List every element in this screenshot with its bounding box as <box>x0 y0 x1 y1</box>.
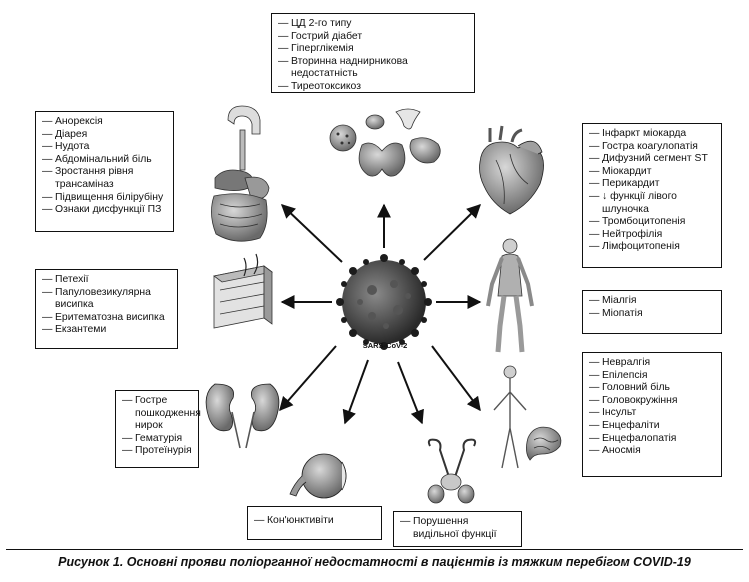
list-item: Епілепсія <box>589 370 715 383</box>
arrows <box>279 203 482 425</box>
arrow-reproductive <box>397 361 424 425</box>
list-item: Кон'юнктивіти <box>254 515 375 528</box>
reproductive-list: Порушення видільної функції <box>400 516 515 541</box>
kidney-icon <box>205 383 280 449</box>
list-item: Дифузний сегмент ST <box>589 153 715 166</box>
muscle-body-icon <box>486 238 534 353</box>
arrow-neuro <box>431 345 481 412</box>
list-item: Гострий діабет <box>278 31 468 44</box>
skin-list: Петехії Папуловезикулярна висипка Еритем… <box>42 274 171 337</box>
list-item: Діарея <box>42 129 167 142</box>
list-item: Підвищення білірубіну <box>42 192 167 205</box>
endocrine-box: ЦД 2-го типу Гострий діабет Гіперглікемі… <box>271 13 475 93</box>
digestive-list: Анорексія Діарея Нудота Абдомінальний бі… <box>42 116 167 217</box>
list-item: Невралгія <box>589 357 715 370</box>
list-item: ↓ функції лівого шлуночка <box>589 191 715 216</box>
neuro-list: Невралгія Епілепсія Головний біль Голово… <box>589 357 715 458</box>
neuro-box: Невралгія Епілепсія Головний біль Голово… <box>582 352 722 477</box>
thyroid-icon <box>329 108 441 177</box>
arrow-eye <box>342 359 369 425</box>
nervous-system-icon <box>493 365 562 469</box>
muscle-box: Міалгія Міопатія <box>582 290 722 334</box>
kidney-list: Гостре пошкодження нирок Гематурія Проте… <box>122 395 201 458</box>
arrow-digestive <box>280 204 343 263</box>
list-item: Гіперглікемія <box>278 43 468 56</box>
list-item: Нудота <box>42 141 167 154</box>
list-item: Нейтрофілія <box>589 229 715 242</box>
list-item: Тромбоцитопенія <box>589 216 715 229</box>
list-item: Міопатія <box>589 308 715 321</box>
caption-divider <box>6 549 743 550</box>
list-item: Анорексія <box>42 116 167 129</box>
list-item: Тиреотоксикоз <box>278 81 468 94</box>
endocrine-list: ЦД 2-го типу Гострий діабет Гіперглікемі… <box>278 18 468 94</box>
list-item: Петехії <box>42 274 171 287</box>
list-item: Міалгія <box>589 295 715 308</box>
list-item: Гостре пошкодження нирок <box>122 395 201 433</box>
list-item: Папуловезикулярна висипка <box>42 287 171 312</box>
muscle-list: Міалгія Міопатія <box>589 295 715 320</box>
list-item: Лімфоцитопенія <box>589 241 715 254</box>
list-item: Інфаркт міокарда <box>589 128 715 141</box>
arrow-cardiac <box>423 204 481 261</box>
digestive-box: Анорексія Діарея Нудота Абдомінальний бі… <box>35 111 174 232</box>
eye-box: Кон'юнктивіти <box>247 506 382 540</box>
list-item: Зростання рівня трансаміназ <box>42 166 167 191</box>
list-item: Порушення видільної функції <box>400 516 515 541</box>
eye-icon <box>289 453 347 499</box>
skin-box: Петехії Папуловезикулярна висипка Еритем… <box>35 269 178 349</box>
kidney-box: Гостре пошкодження нирок Гематурія Проте… <box>115 390 201 468</box>
list-item: Аносмія <box>589 445 715 458</box>
list-item: ЦД 2-го типу <box>278 18 468 31</box>
cardiac-box: Інфаркт міокарда Гостра коагулопатія Диф… <box>582 123 722 268</box>
list-item: Гематурія <box>122 433 192 446</box>
list-item: Протеїнурія <box>122 445 192 458</box>
list-item: Ознаки дисфункції ПЗ <box>42 204 167 217</box>
list-item: Екзантеми <box>42 324 171 337</box>
virus-label: SARS-CoV-2 <box>362 341 408 350</box>
heart-icon <box>479 125 544 215</box>
list-item: Головний біль <box>589 382 715 395</box>
list-item: Енцефаліти <box>589 420 715 433</box>
list-item: Гостра коагулопатія <box>589 141 715 154</box>
list-item: Головокружіння <box>589 395 715 408</box>
gastro-icon <box>211 105 270 242</box>
eye-list: Кон'юнктивіти <box>254 515 375 528</box>
reproductive-box: Порушення видільної функції <box>393 511 522 547</box>
list-item: Абдомінальний біль <box>42 154 167 167</box>
list-item: Вторинна наднирникова недостатність <box>278 56 468 81</box>
reproductive-icon <box>427 438 477 504</box>
list-item: Еритематозна висипка <box>42 312 171 325</box>
virus-icon <box>336 254 432 350</box>
list-item: Міокардит <box>589 166 715 179</box>
list-item: Інсульт <box>589 407 715 420</box>
list-item: Перикардит <box>589 178 715 191</box>
cardiac-list: Інфаркт міокарда Гостра коагулопатія Диф… <box>589 128 715 254</box>
figure-caption: Рисунок 1. Основні прояви поліорганної н… <box>58 555 691 569</box>
arrow-kidney <box>279 345 337 412</box>
list-item: Енцефалопатія <box>589 433 715 446</box>
skin-icon <box>213 253 273 329</box>
